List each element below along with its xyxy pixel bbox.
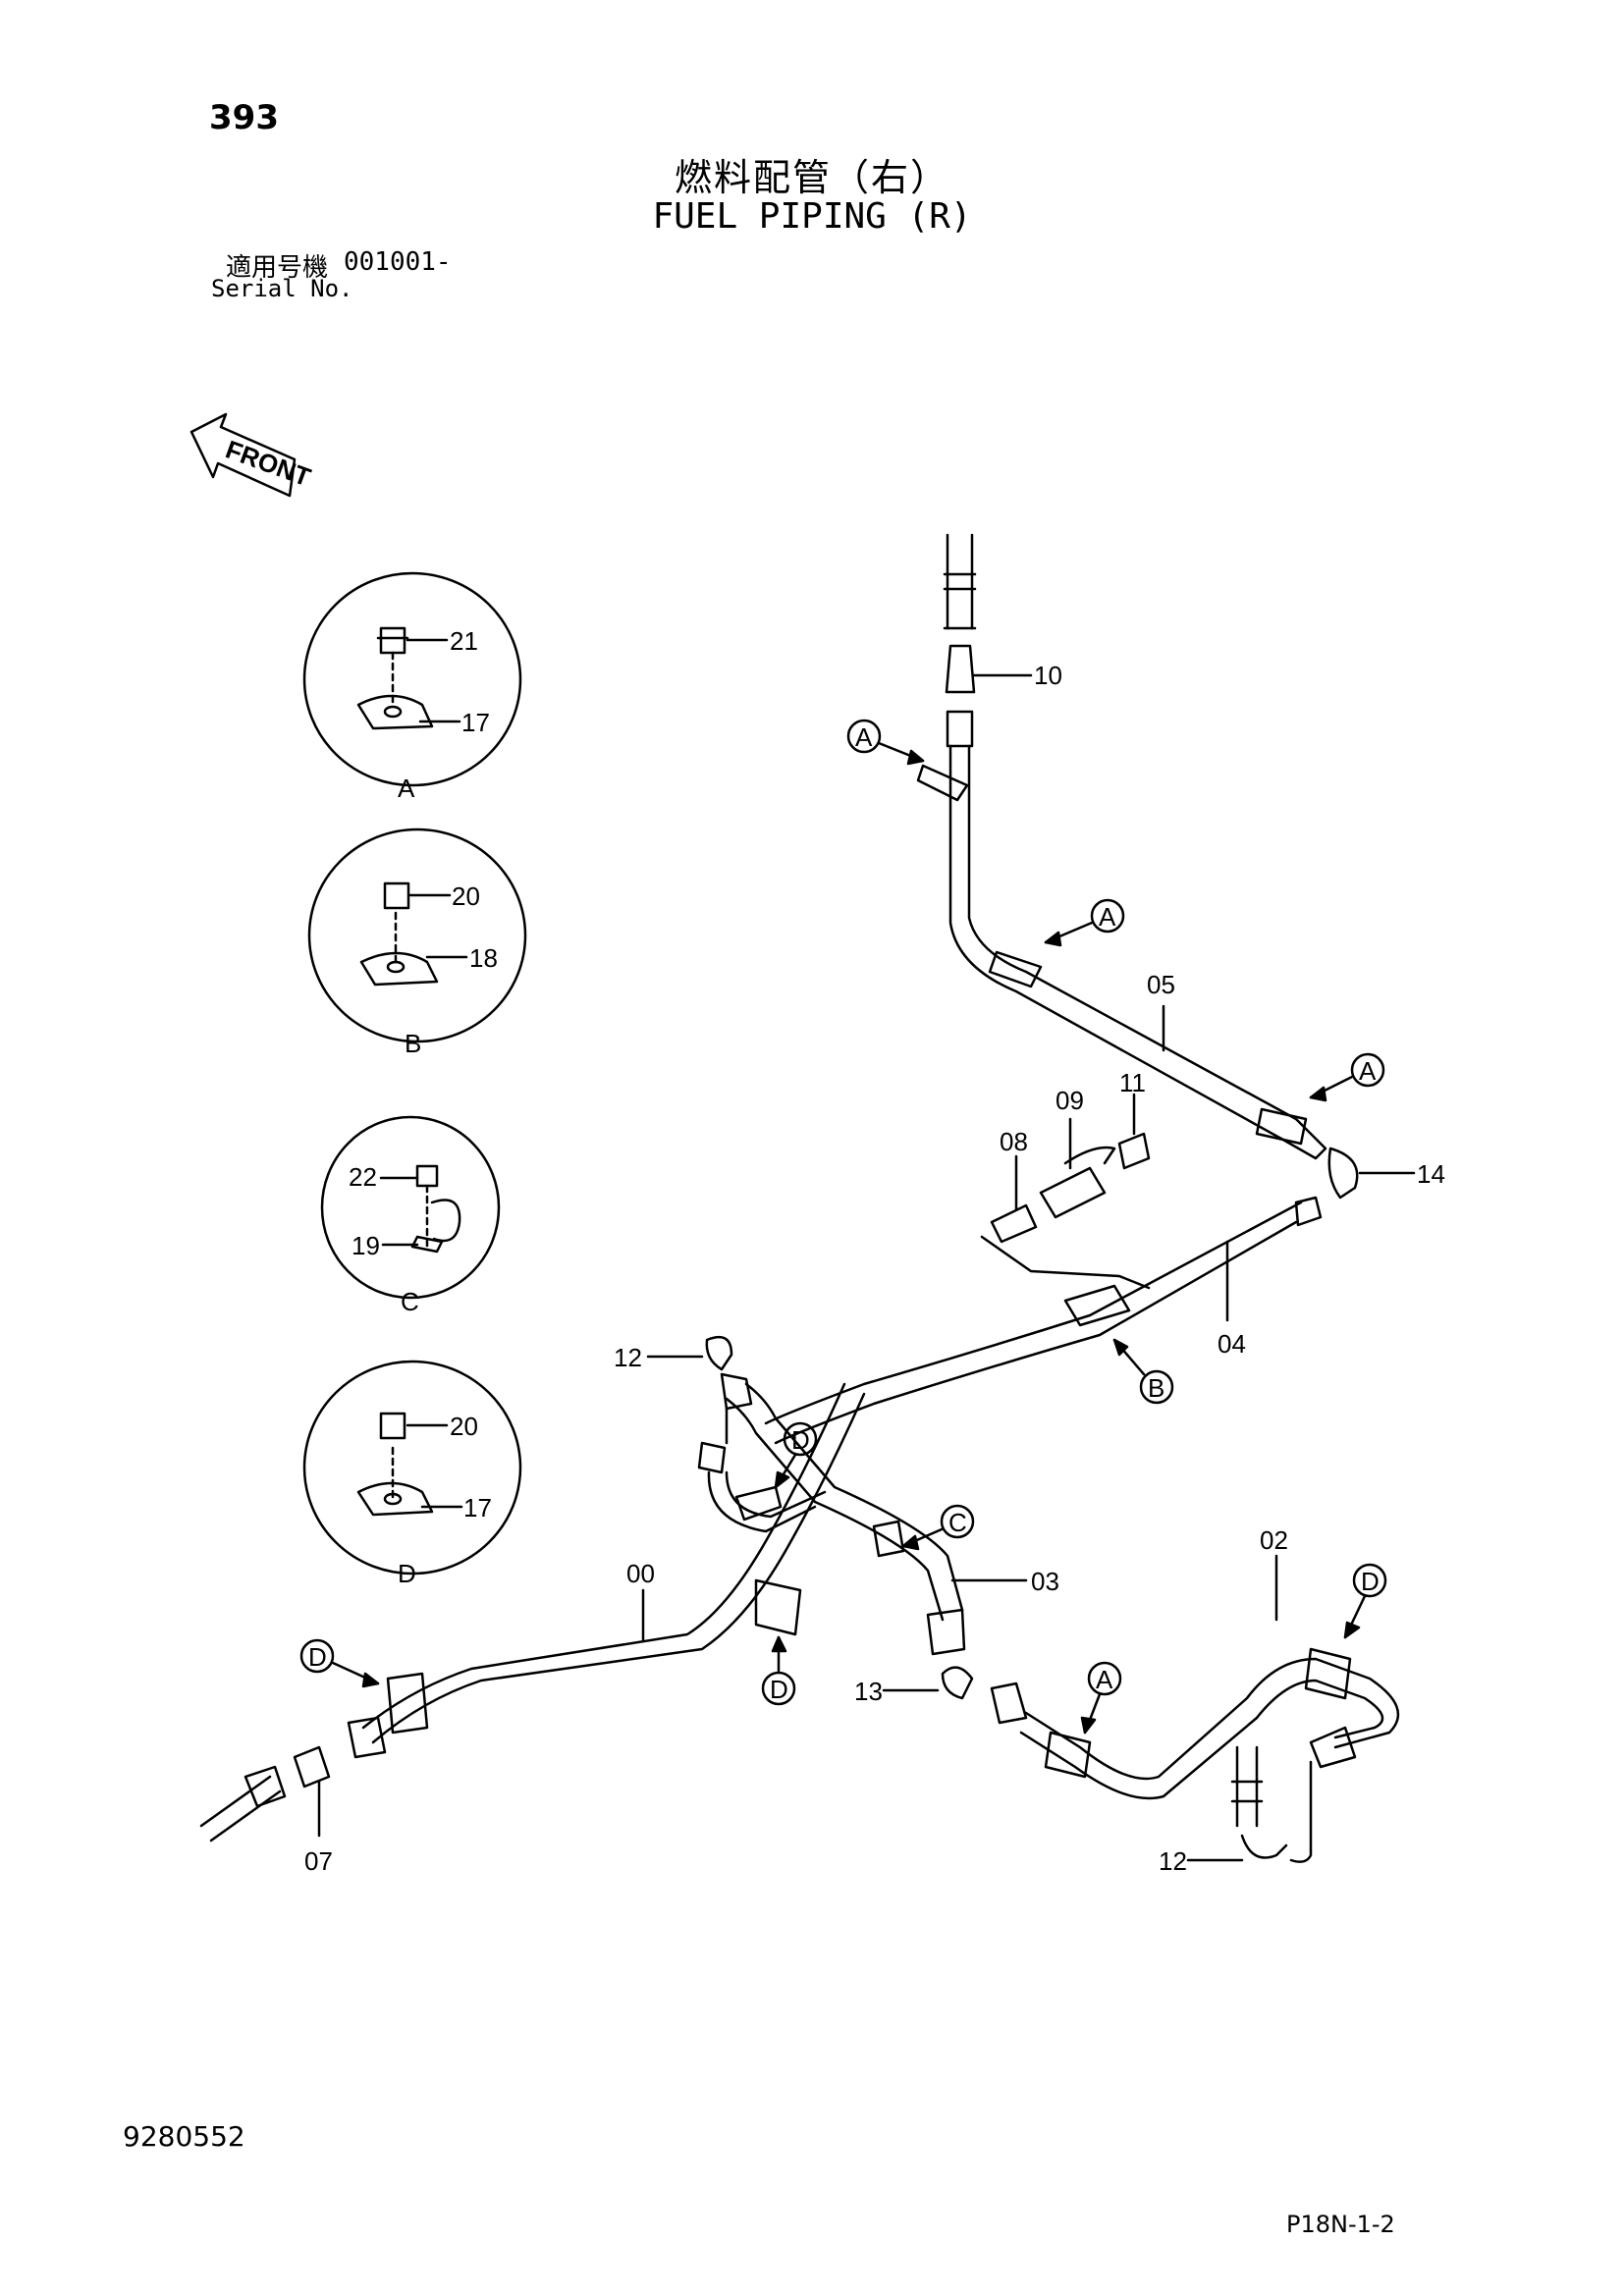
detail-c-letter: C	[401, 1287, 419, 1316]
pipe-05	[916, 710, 1327, 1160]
detail-b-part-top: 20	[452, 881, 480, 911]
part-label-00: 00	[626, 1559, 655, 1588]
callout-d-4: D	[1343, 1563, 1387, 1639]
pipe-04	[764, 1196, 1323, 1445]
detail-circle-b: 20 18 B	[307, 828, 527, 1058]
serial-label-english: Serial No.	[211, 275, 353, 302]
callout-d-2: D	[299, 1638, 380, 1688]
part-label-13: 13	[854, 1677, 883, 1706]
pipe-02	[882, 1554, 1400, 1863]
pipe-00	[347, 1382, 866, 1759]
detail-d-part-top: 20	[450, 1412, 478, 1441]
callout-a-1-label: A	[855, 722, 873, 752]
part-number-labels: 10 05 09 11 08 14 04 12 03 00 02 13 07 1…	[304, 661, 1445, 1876]
callout-c-1-label: C	[948, 1508, 967, 1537]
left-hose-fitting	[199, 1745, 331, 1842]
part-label-07: 07	[304, 1846, 333, 1876]
callout-c-1: C	[901, 1504, 975, 1551]
callout-d-3: D	[761, 1635, 796, 1706]
detail-b-letter: B	[405, 1029, 421, 1058]
left-loop-hose	[646, 1335, 827, 1533]
page-code: P18N-1-2	[1286, 2211, 1395, 2238]
part-label-04: 04	[1218, 1329, 1246, 1359]
part-label-12-lower: 12	[1159, 1846, 1187, 1876]
detail-circle-a: 21 17 A	[302, 571, 522, 803]
callout-a-1: A	[846, 719, 925, 766]
detail-d-part-bottom: 17	[463, 1493, 492, 1522]
part-label-02: 02	[1260, 1525, 1288, 1555]
front-label: FRONT	[222, 434, 315, 492]
detail-circle-c: 22 19 C	[320, 1115, 501, 1316]
callout-d-1: D	[774, 1421, 818, 1489]
detail-a-part-top: 21	[450, 626, 478, 656]
front-arrow: FRONT	[189, 412, 315, 498]
part-label-08: 08	[1000, 1127, 1028, 1156]
part-label-11: 11	[1119, 1068, 1146, 1097]
detail-a-letter: A	[398, 774, 415, 803]
upper-hose	[943, 533, 1033, 694]
part-label-05: 05	[1147, 970, 1175, 999]
callout-a-4: A	[1080, 1661, 1122, 1735]
detail-b-part-bottom: 18	[469, 943, 498, 973]
document-number: 9280552	[123, 2120, 245, 2153]
callout-d-1-label: D	[791, 1425, 810, 1455]
detail-circle-d: 20 17 D	[302, 1360, 522, 1588]
serial-label-japanese: 適用号機	[226, 253, 329, 283]
callout-a-2-label: A	[1099, 902, 1116, 932]
callout-a-2: A	[1044, 898, 1125, 947]
valve-group	[980, 1093, 1151, 1290]
callout-b-1: B	[1112, 1338, 1174, 1405]
detail-c-part-top: 22	[349, 1162, 377, 1192]
detail-a-part-bottom: 17	[461, 708, 490, 737]
part-label-09: 09	[1056, 1086, 1084, 1115]
callout-d-3-label: D	[770, 1675, 788, 1704]
serial-value: 001001-	[344, 247, 452, 277]
callout-d-2-label: D	[308, 1642, 327, 1672]
part-label-12-upper: 12	[614, 1343, 642, 1372]
detail-d-letter: D	[398, 1559, 416, 1588]
part-label-03: 03	[1031, 1567, 1059, 1596]
detail-c-part-bottom: 19	[352, 1231, 380, 1260]
callout-a-3: A	[1309, 1052, 1385, 1102]
page-number: 393	[209, 98, 279, 137]
pipe-03	[725, 1382, 1028, 1656]
title-english: FUEL PIPING (R)	[652, 196, 972, 237]
callout-d-4-label: D	[1361, 1567, 1380, 1596]
title-japanese: 燃料配管（右）	[674, 156, 949, 199]
part-label-14: 14	[1417, 1159, 1445, 1189]
elbow-14	[1327, 1147, 1416, 1200]
callout-b-1-label: B	[1148, 1373, 1164, 1403]
callout-a-4-label: A	[1096, 1665, 1113, 1694]
part-label-10: 10	[1034, 661, 1062, 690]
callout-a-3-label: A	[1359, 1056, 1377, 1086]
